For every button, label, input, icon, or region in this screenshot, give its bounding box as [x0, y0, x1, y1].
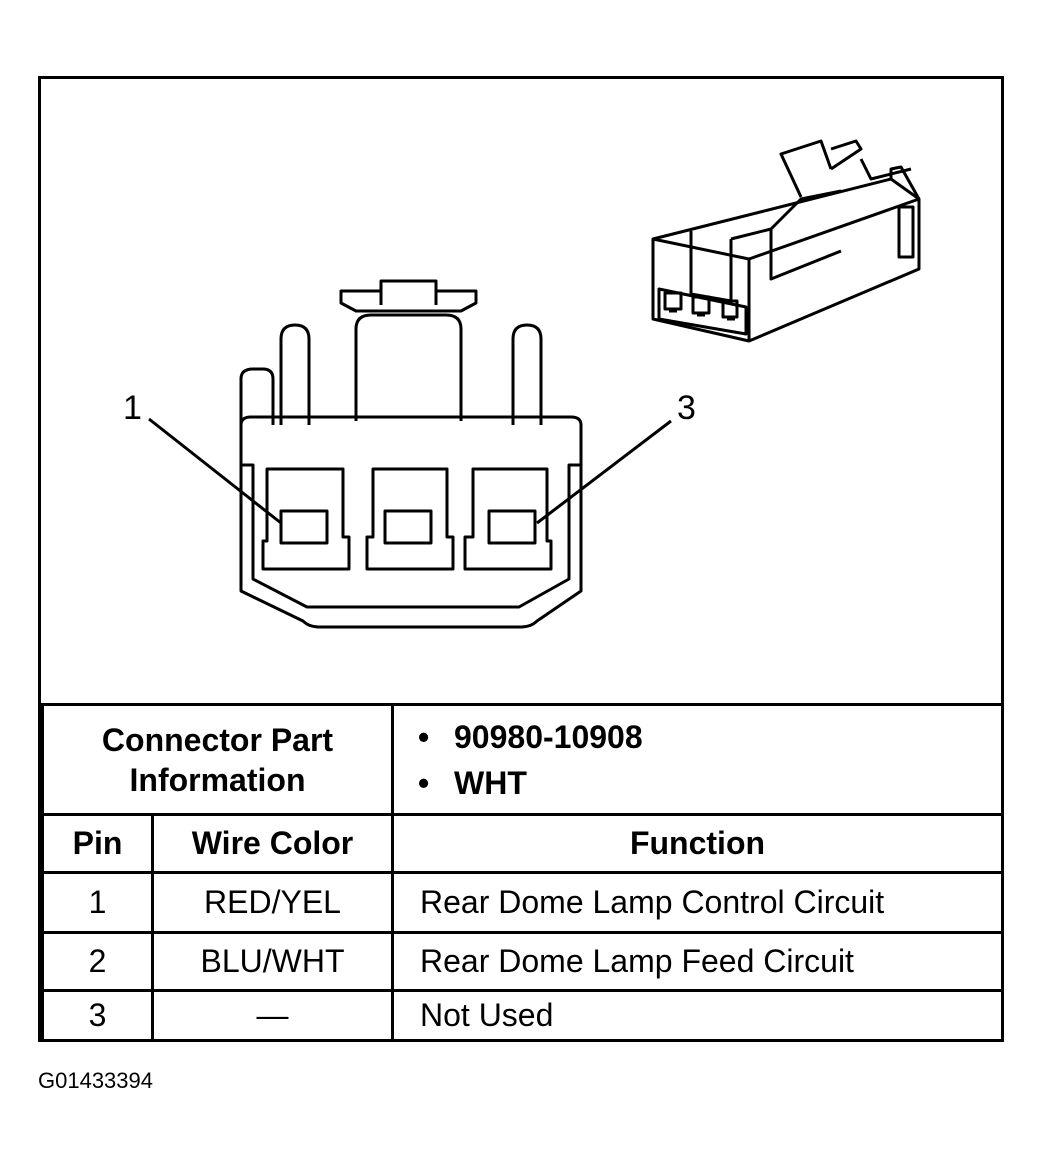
part-info-row: Connector Part Information 90980-10908 W…: [41, 703, 1004, 816]
connector-drawing: [148, 139, 921, 629]
pin-cell: 1: [41, 871, 154, 934]
function-cell: Rear Dome Lamp Feed Circuit: [391, 931, 1004, 992]
table-row: 2 BLU/WHT Rear Dome Lamp Feed Circuit: [41, 931, 1004, 992]
header-row: Pin Wire Color Function: [41, 813, 1004, 874]
table-row: 3 — Not Used: [41, 989, 1004, 1042]
function-cell: Rear Dome Lamp Control Circuit: [391, 871, 1004, 934]
table-row: 1 RED/YEL Rear Dome Lamp Control Circuit: [41, 871, 1004, 934]
wire-color-cell: —: [151, 989, 394, 1042]
pin-3-callout: 3: [677, 389, 696, 427]
wire-color-header: Wire Color: [151, 813, 394, 874]
wire-color-cell: BLU/WHT: [151, 931, 394, 992]
pin-1-callout: 1: [123, 389, 142, 427]
part-info-values: 90980-10908 WHT: [391, 703, 1004, 816]
connector-color: WHT: [418, 760, 1001, 806]
part-number: 90980-10908: [418, 714, 1001, 760]
pin-header: Pin: [41, 813, 154, 874]
wire-color-cell: RED/YEL: [151, 871, 394, 934]
pin-cell: 3: [41, 989, 154, 1042]
figure-id: G01433394: [38, 1068, 153, 1093]
connector-isometric-view: [651, 139, 921, 343]
connector-info-table: Connector Part Information 90980-10908 W…: [41, 703, 1004, 1042]
connector-diagram-frame: 1 3 Connector Part Information 90980-109…: [38, 76, 1004, 1042]
connector-front-view: [148, 279, 672, 629]
function-cell: Not Used: [391, 989, 1004, 1042]
pin-cell: 2: [41, 931, 154, 992]
function-header: Function: [391, 813, 1004, 874]
part-info-label: Connector Part Information: [41, 703, 394, 816]
